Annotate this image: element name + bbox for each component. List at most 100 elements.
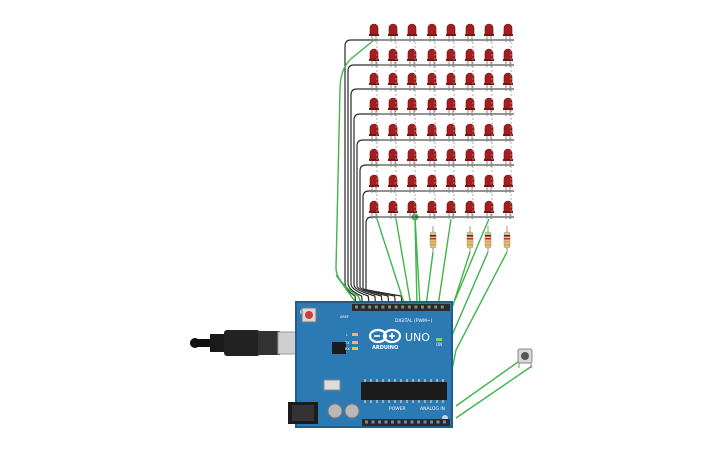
header-pin [401,305,405,309]
led [446,72,456,91]
header-pin [440,305,444,309]
header-pin [355,305,358,309]
chip-leg [388,379,390,382]
led [388,23,398,42]
board-model-label: UNO [405,331,430,344]
push-button[interactable] [517,348,533,368]
led [465,200,475,219]
chip-leg [370,379,372,382]
header-pin [391,420,394,424]
chip-leg [424,400,426,403]
chip-leg [436,379,438,382]
led [465,48,475,67]
led [465,148,475,167]
header-pin [394,305,398,309]
led [484,23,494,42]
led-on [436,338,442,341]
led [446,174,456,193]
led [369,148,379,167]
led [388,123,398,142]
green-wire [376,218,406,307]
aref-label: AREF [340,315,349,319]
led [503,200,513,219]
led [407,97,417,116]
led [407,174,417,193]
resistors [429,226,511,252]
led [407,123,417,142]
led-l [352,333,358,336]
chip-leg [406,379,408,382]
led [388,97,398,116]
arduino-uno-board[interactable]: UNO ARDUINO DIGITAL (PWM~) POWER ANALOG … [288,301,453,428]
led [503,148,513,167]
led [484,97,494,116]
power-header-label: POWER [389,406,406,412]
led [407,48,417,67]
header-pin [430,420,433,424]
led-tx [352,341,358,344]
black-wires [344,39,403,307]
usb-plug-body [224,330,260,356]
led [427,23,437,42]
header-pin [365,420,368,424]
black-wire [362,190,397,307]
led [446,23,456,42]
digital-header [352,304,450,311]
led-matrix [369,23,514,219]
resistor [429,226,437,252]
chip-leg [388,400,390,403]
tx-label: TX [344,341,350,345]
atmega-chip [361,382,447,400]
led [484,123,494,142]
led [407,23,417,42]
header-pin [378,420,381,424]
led [369,23,379,42]
led [465,97,475,116]
black-wire [344,39,378,307]
led [427,200,437,219]
green-wire [395,218,412,307]
black-wire [365,216,403,307]
led [446,123,456,142]
chip-leg [376,379,378,382]
header-pin [427,305,431,309]
chip-leg [424,379,426,382]
led [369,123,379,142]
header-pin [421,305,424,309]
led [427,123,437,142]
black-wire [353,113,378,307]
header-pin [368,305,372,309]
chip-leg [436,400,438,403]
header-pin [410,420,414,424]
led [369,72,379,91]
led [369,97,379,116]
chip-leg [412,379,414,382]
led-rx [352,347,358,350]
chip-leg [418,379,420,382]
header-pin [371,420,375,424]
digital-header-label: DIGITAL (PWM~) [395,318,433,324]
led [503,72,513,91]
led [427,148,437,167]
green-wire [425,251,434,307]
on-label: ON [436,342,442,347]
led [446,148,456,167]
usb-chip [332,342,346,354]
chip-leg [400,379,402,382]
digital-pins [355,305,444,309]
led [503,174,513,193]
led [369,174,379,193]
chip-leg [418,400,420,403]
chip-leg [382,400,384,403]
black-wire [347,64,378,307]
arduino-logo [368,328,402,344]
crystal [323,379,341,391]
board-brand-label: ARDUINO [372,345,398,351]
header-pin [443,420,446,424]
green-wire [437,218,452,307]
header-pin [388,305,391,309]
l-label: L [346,333,348,337]
usb-cable[interactable] [190,330,324,356]
chip-leg [382,379,384,382]
chip-leg [430,400,432,403]
